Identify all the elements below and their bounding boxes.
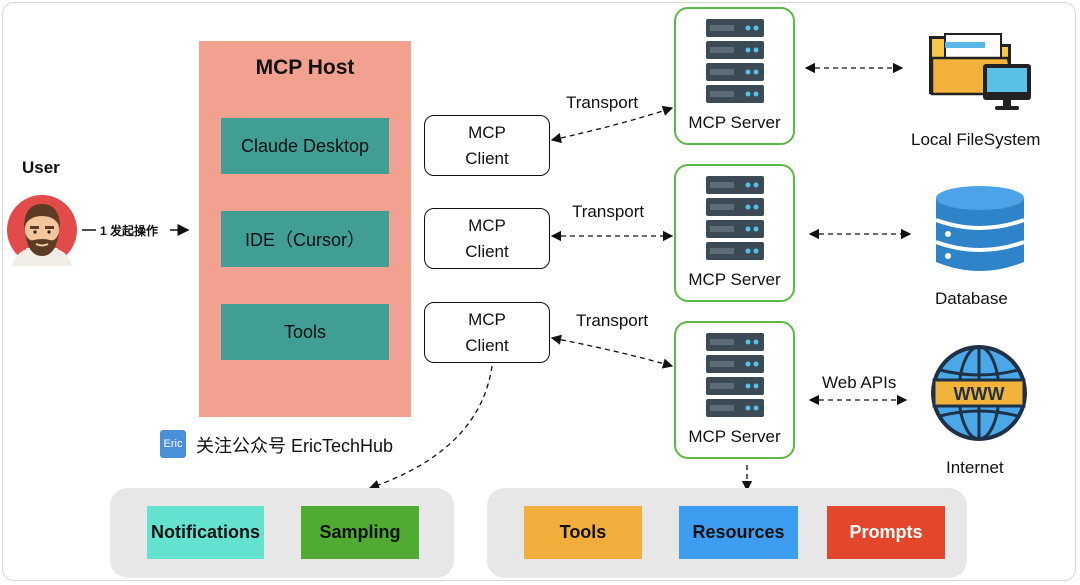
mcp-server-1: MCP Server [674,7,795,145]
server-rack-icon [706,19,764,103]
server-rack-icon [706,333,764,417]
capability-prompts: Prompts [827,506,945,559]
mcp-host-title: MCP Host [255,56,355,79]
client-line1: MCP [468,122,506,142]
user-label: User [22,158,60,177]
capability-notifications: Notifications [147,506,264,559]
mcp-client-3: MCP Client [424,302,550,363]
client-line2: Client [465,148,509,168]
local-filesystem-label: Local FileSystem [911,130,1041,149]
database-icon [935,186,1025,271]
host-item-tools: Tools [221,304,389,360]
www-globe-icon: WWW [931,345,1027,441]
watermark-text: 关注公众号 EricTechHub [196,436,394,456]
web-apis-label: Web APIs [822,373,897,392]
transport-label-3: Transport [576,311,649,330]
mcp-server-3: MCP Server [674,321,795,459]
user-action-label: 1 发起操作 [100,224,159,238]
capability-tools: Tools [524,506,642,559]
client-line1: MCP [468,215,506,235]
folder-computer-icon [929,33,1031,110]
host-item-ide: IDE（Cursor） [221,211,389,267]
transport-line-3 [550,334,674,369]
user-avatar-icon [7,195,77,266]
capability-resources: Resources [679,506,798,559]
host-item-claude-desktop: Claude Desktop [221,118,389,174]
transport-label-1: Transport [566,93,639,112]
svg-text:WWW: WWW [954,384,1005,404]
rack-unit [706,19,764,37]
client-line2: Client [465,335,509,355]
client-line2: Client [465,241,509,261]
mcp-client-1: MCP Client [424,115,550,176]
eric-logo-badge: Eric [160,430,186,458]
server-label: MCP Server [688,427,781,446]
server-label: MCP Server [688,270,781,289]
internet-label: Internet [946,458,1004,477]
capability-sampling: Sampling [301,506,419,559]
client-capabilities-line [368,365,493,490]
mcp-client-2: MCP Client [424,208,550,269]
transport-label-2: Transport [572,202,645,221]
transport-line-1 [550,105,674,144]
client-line1: MCP [468,309,506,329]
mcp-server-2: MCP Server [674,164,795,302]
database-label: Database [935,289,1008,308]
server-rack-icon [706,176,764,260]
server-label: MCP Server [688,113,781,132]
